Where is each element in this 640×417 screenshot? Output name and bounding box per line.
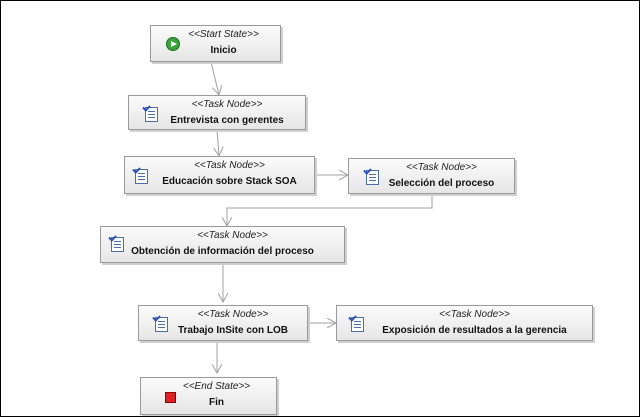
node-stereotype: <<Start State>> (188, 29, 259, 40)
edge-inicio-entrevista[interactable] (210, 61, 219, 95)
task-clipboard-icon (135, 169, 148, 184)
task-node-entrevista[interactable]: <<Task Node>> Entrevista con gerentes (128, 95, 306, 130)
node-stereotype: <<Task Node>> (194, 160, 265, 171)
task-clipboard-icon (366, 170, 379, 185)
task-node-educacion[interactable]: <<Task Node>> Educación sobre Stack SOA (124, 156, 315, 194)
play-circle-icon (166, 37, 180, 51)
edge-entrevista-educacion[interactable] (217, 129, 219, 156)
task-clipboard-icon (145, 107, 158, 122)
node-name: Fin (209, 397, 224, 408)
node-name: Entrevista con gerentes (170, 115, 284, 126)
node-name: Educación sobre Stack SOA (162, 176, 297, 187)
node-stereotype: <<Task Node>> (197, 309, 269, 320)
node-name: Obtención de información del proceso (131, 246, 314, 257)
task-clipboard-icon (155, 317, 168, 332)
node-stereotype: <<Task Node>> (197, 230, 268, 241)
node-stereotype: <<Task Node>> (191, 99, 263, 110)
task-node-obtencion[interactable]: <<Task Node>> Obtención de información d… (100, 226, 345, 263)
node-name: Inicio (210, 45, 237, 56)
task-node-exposicion[interactable]: <<Task Node>> Exposición de resultados a… (336, 305, 593, 341)
node-name: Exposición de resultados a la gerencia (382, 325, 567, 336)
node-name: Trabajo InSite con LOB (177, 325, 288, 336)
node-name: Selección del proceso (388, 178, 495, 189)
task-node-trabajo[interactable]: <<Task Node>> Trabajo InSite con LOB (138, 305, 308, 341)
node-stereotype: <<End State>> (182, 381, 251, 392)
task-node-seleccion[interactable]: <<Task Node>> Selección del proceso (348, 158, 515, 194)
task-clipboard-icon (351, 317, 364, 332)
end-state-fin[interactable]: <<End State>> Fin (140, 377, 277, 415)
node-stereotype: <<Task Node>> (406, 162, 477, 173)
node-stereotype: <<Task Node>> (439, 309, 510, 320)
edge-seleccion-obtencion[interactable] (227, 194, 433, 226)
task-clipboard-icon (111, 237, 124, 252)
start-state-inicio[interactable]: <<Start State>> Inicio (150, 25, 281, 62)
stop-square-icon (165, 392, 176, 403)
